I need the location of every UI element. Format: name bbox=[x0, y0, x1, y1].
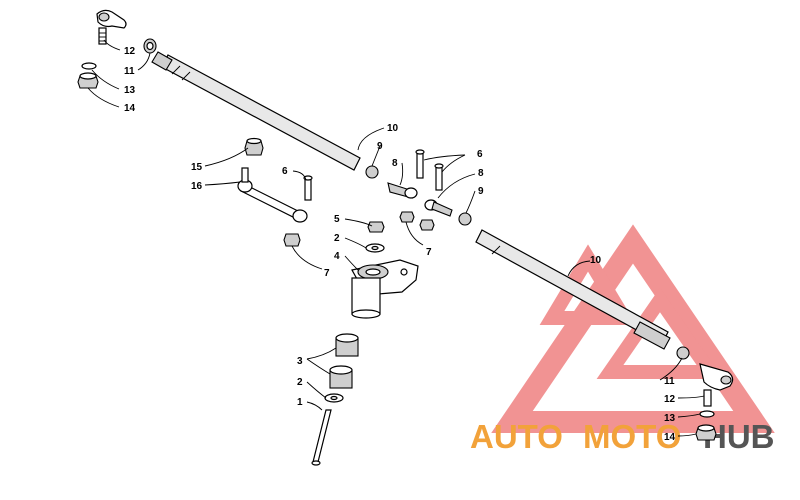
automotohub-wordmark: AUTO MOTO HUB bbox=[470, 418, 775, 455]
callout-3: 3 bbox=[297, 356, 303, 367]
jam-nut-center-right bbox=[458, 212, 472, 226]
callout-labels: 12 11 13 14 10 9 8 6 8 9 7 6 15 16 7 5 2… bbox=[124, 46, 676, 443]
callout-7-left: 7 bbox=[324, 268, 330, 279]
washer-top-left bbox=[81, 62, 97, 70]
callout-5: 5 bbox=[334, 214, 340, 225]
callout-2-lower: 2 bbox=[297, 377, 303, 388]
callout-8-right: 8 bbox=[478, 168, 484, 179]
washer-bottom-right bbox=[699, 410, 715, 418]
tie-rod-end-center-right bbox=[424, 199, 453, 217]
callout-4: 4 bbox=[334, 251, 340, 262]
nut-5 bbox=[367, 221, 385, 233]
callout-1: 1 bbox=[297, 397, 303, 408]
tie-rod-end-center-left bbox=[387, 182, 418, 199]
callout-14-top: 14 bbox=[124, 103, 136, 114]
jam-nut-lower-right bbox=[676, 346, 690, 360]
jam-nut-upper bbox=[143, 38, 157, 54]
callout-13-top: 13 bbox=[124, 85, 136, 96]
locknut-center-left bbox=[399, 211, 415, 223]
bushing-3-upper bbox=[335, 333, 359, 357]
callout-2-upper: 2 bbox=[334, 233, 340, 244]
callout-10-upper: 10 bbox=[387, 123, 399, 134]
steering-arm-4 bbox=[351, 259, 419, 319]
callout-16: 16 bbox=[191, 181, 203, 192]
jam-nut-center-left bbox=[365, 165, 379, 179]
bolt-1 bbox=[311, 409, 332, 466]
drag-link bbox=[237, 167, 308, 223]
wordmark-moto: MOTO bbox=[583, 418, 681, 455]
locknut-center-right bbox=[419, 219, 435, 231]
callout-11-bottom: 11 bbox=[664, 376, 675, 387]
bolt-center-right bbox=[434, 163, 444, 191]
callout-8-left: 8 bbox=[392, 158, 398, 169]
wordmark-auto: AUTO bbox=[470, 418, 563, 455]
tie-rod-end-top-left bbox=[96, 9, 127, 45]
locknut-bottom-right bbox=[695, 424, 717, 441]
callout-7-right: 7 bbox=[426, 247, 432, 258]
callout-12-bottom: 12 bbox=[664, 394, 676, 405]
bolt-drag-link bbox=[303, 175, 313, 201]
callout-15: 15 bbox=[191, 162, 203, 173]
locknut-drag-link-lower bbox=[283, 233, 301, 247]
callout-12-top: 12 bbox=[124, 46, 136, 57]
callout-11-top: 11 bbox=[124, 66, 135, 77]
tie-rod-end-bottom-right bbox=[699, 363, 734, 407]
bushing-3-lower bbox=[329, 365, 353, 389]
callout-9-left: 9 bbox=[377, 141, 383, 152]
washer-2-lower bbox=[324, 393, 344, 403]
tie-rod-upper bbox=[151, 51, 361, 171]
locknut-drag-link bbox=[244, 137, 264, 156]
callout-6-right: 6 bbox=[477, 149, 483, 160]
leader-lines bbox=[87, 39, 705, 437]
callout-14-bottom: 14 bbox=[664, 432, 676, 443]
callout-6-left: 6 bbox=[282, 166, 288, 177]
callout-13-bottom: 13 bbox=[664, 413, 676, 424]
washer-2-upper bbox=[365, 243, 385, 253]
locknut-top-left bbox=[77, 72, 99, 89]
callout-9-right: 9 bbox=[478, 186, 484, 197]
tie-rod-lower bbox=[475, 229, 671, 350]
bolt-center-upper bbox=[415, 149, 425, 179]
callout-10-lower: 10 bbox=[590, 255, 602, 266]
